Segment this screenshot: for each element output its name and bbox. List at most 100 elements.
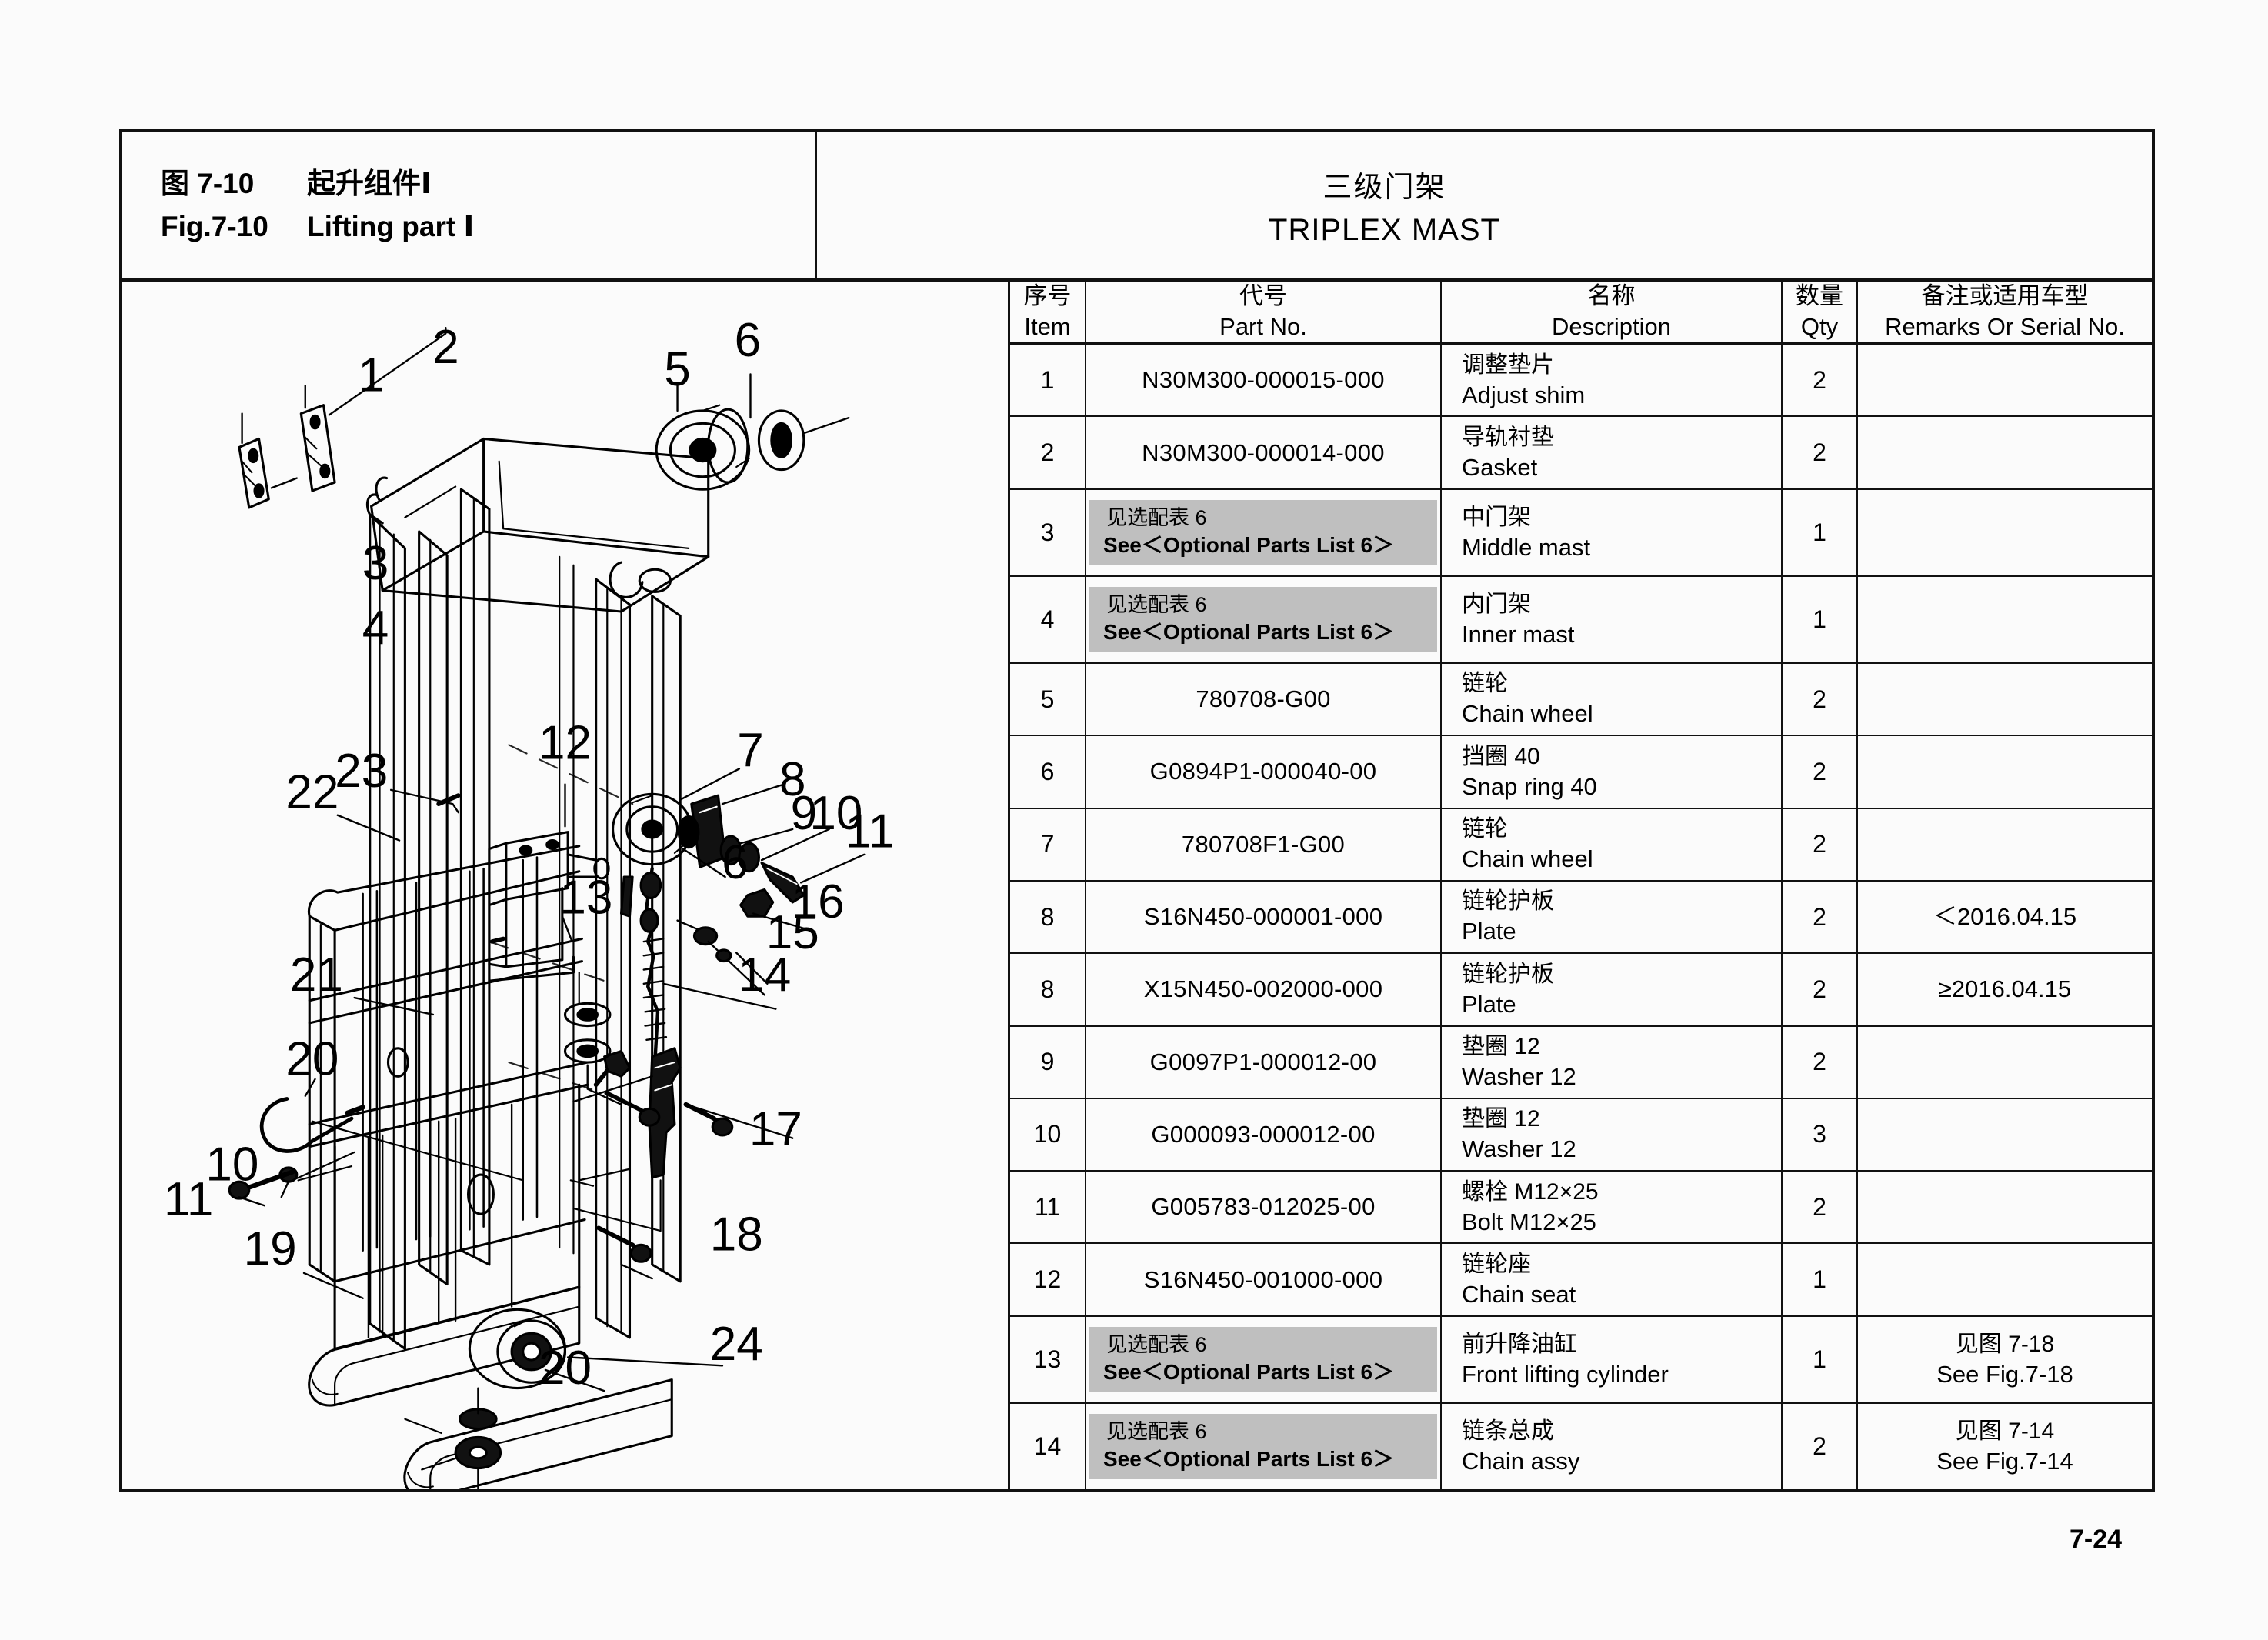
column-header-description: 名称 Description [1440, 282, 1783, 345]
cell-item: 7 [1010, 807, 1086, 882]
callout-number: 20 [285, 1032, 339, 1085]
cell-item: 8 [1010, 952, 1086, 1027]
assembly-name-en: TRIPLEX MAST [1269, 213, 1500, 247]
description-cn: 链轮护板 [1462, 961, 1554, 987]
column-header-qty: 数量 Qty [1781, 282, 1858, 345]
column-header-part-no: 代号 Part No. [1085, 282, 1442, 345]
callout-number: 3 [362, 537, 389, 590]
cell-part-no: S16N450-000001-000 [1085, 879, 1442, 955]
cell-qty: 2 [1781, 1025, 1858, 1099]
part-washer-bolt-group-glyph [719, 835, 805, 904]
remarks-en: See Fig.7-14 [1936, 1447, 2073, 1475]
remarks-cn: 见图 7-14 [1955, 1418, 2055, 1444]
cell-description: 调整垫片 Adjust shim [1440, 342, 1783, 418]
cell-item: 4 [1010, 575, 1086, 664]
description-en: Gasket [1462, 453, 1538, 481]
cell-qty: 2 [1781, 1402, 1858, 1489]
cell-remarks: ≥2016.04.15 [1856, 952, 2152, 1027]
table-header-row: 序号 Item 代号 Part No. 名称 Description 数量 [1010, 282, 2152, 345]
callout-number: 13 [559, 872, 612, 925]
page-number: 7-24 [2070, 1525, 2123, 1554]
part-washer-stack-glyph [563, 972, 661, 1127]
callout-number: 11 [164, 1173, 213, 1226]
cell-remarks [1856, 342, 2152, 418]
part-gasket-glyph [299, 404, 336, 492]
cell-qty: 1 [1781, 575, 1858, 664]
callout-number: 12 [539, 717, 592, 770]
cell-description: 链轮座 Chain seat [1440, 1242, 1783, 1317]
description-cn: 链轮 [1462, 816, 1508, 842]
assembly-name-cn: 三级门架 [1322, 172, 1446, 204]
cell-qty: 2 [1781, 952, 1858, 1027]
description-cn: 垫圈 12 [1462, 1034, 1540, 1060]
description-en: Washer 12 [1462, 1135, 1576, 1163]
cell-qty: 1 [1781, 1242, 1858, 1317]
part-chain-seat-glyph [488, 831, 610, 982]
cell-item: 2 [1010, 415, 1086, 490]
column-header-item-en: Item [1024, 312, 1071, 340]
column-header-part-cn: 代号 [1239, 282, 1287, 309]
carriage-backrest-glyph [307, 845, 631, 1350]
description-cn: 调整垫片 [1462, 352, 1554, 378]
remarks-en: ＜2016.04.15 [1933, 902, 2077, 930]
optional-ref-en: See＜Optional Parts List 6＞ [1103, 1446, 1395, 1471]
cell-part-no: X15N450-002000-000 [1085, 952, 1442, 1027]
callout-number: 5 [664, 343, 691, 396]
cell-part-no: S16N450-001000-000 [1085, 1242, 1442, 1317]
cell-qty: 2 [1781, 415, 1858, 490]
description-en: Snap ring 40 [1462, 772, 1597, 800]
callout-number: 11 [845, 805, 894, 858]
cell-qty: 1 [1781, 1315, 1858, 1404]
callout-number: 24 [710, 1318, 763, 1371]
page-frame: 图 7-10 起升组件Ⅰ Fig.7-10 Lifting part Ⅰ 三级门… [119, 129, 2155, 1492]
column-header-part-en: Part No. [1219, 312, 1307, 340]
description-en: Front lifting cylinder [1462, 1360, 1669, 1388]
description-cn: 链轮座 [1462, 1251, 1531, 1277]
part-bottom-fastener-glyph [404, 1387, 502, 1489]
remarks-en: See Fig.7-18 [1936, 1360, 2073, 1388]
part-snap-ring-top-glyph [757, 409, 805, 472]
cell-item: 1 [1010, 342, 1086, 418]
cell-description: 前升降油缸 Front lifting cylinder [1440, 1315, 1783, 1404]
cell-qty: 2 [1781, 735, 1858, 809]
cell-remarks [1856, 807, 2152, 882]
part-plate-glyph [677, 794, 727, 868]
description-en: Inner mast [1462, 620, 1575, 648]
column-header-remarks-en: Remarks Or Serial No. [1885, 312, 2125, 340]
figure-title-english: Fig.7-10 Lifting part Ⅰ [161, 208, 815, 246]
callout-number: 23 [335, 745, 388, 798]
optional-ref-cn: 见选配表 6 [1106, 592, 1207, 616]
description-cn: 垫圈 12 [1462, 1106, 1540, 1132]
part-bolt-lower-glyph [228, 1169, 295, 1200]
description-en: Plate [1462, 918, 1516, 945]
cell-item: 9 [1010, 1025, 1086, 1099]
description-en: Adjust shim [1462, 381, 1586, 408]
callout-number: 9 [791, 787, 818, 840]
column-header-remarks-cn: 备注或适用车型 [1921, 282, 2089, 309]
cell-remarks [1856, 1242, 2152, 1317]
column-header-item: 序号 Item [1010, 282, 1086, 345]
cell-part-no: G005783-012025-00 [1085, 1170, 1442, 1245]
figure-name-cn: 起升组件Ⅰ [307, 168, 432, 200]
callout-number: 4 [362, 602, 389, 655]
cell-part-no: G000093-000012-00 [1085, 1097, 1442, 1172]
description-cn: 前升降油缸 [1462, 1331, 1577, 1357]
cell-item: 14 [1010, 1402, 1086, 1489]
cell-remarks [1856, 488, 2152, 577]
cell-part-no: N30M300-000015-000 [1085, 342, 1442, 418]
description-en: Chain seat [1462, 1280, 1576, 1308]
part-roller-bearing-glyph [468, 1308, 567, 1390]
remarks-cn: 见图 7-18 [1955, 1331, 2055, 1357]
